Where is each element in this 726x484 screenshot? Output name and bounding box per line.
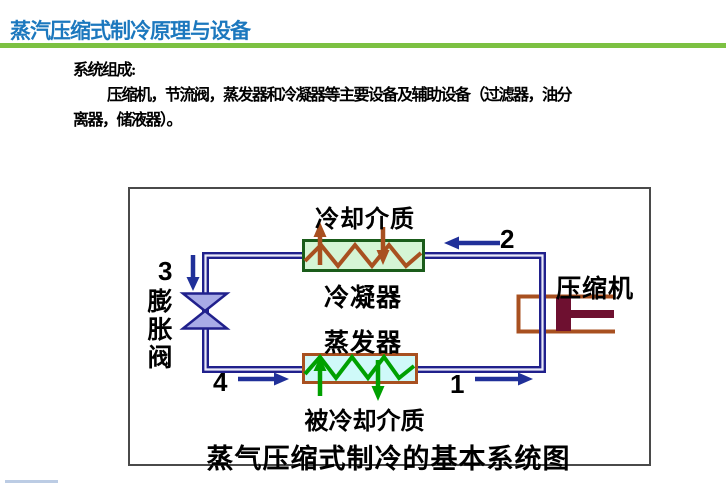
expansion-valve-icon (179, 292, 231, 330)
cooling-medium-label: 冷却介质 (315, 207, 415, 233)
refrigerant-pipe-core (204, 254, 544, 371)
condenser-label: 冷凝器 (323, 285, 402, 312)
diagram-caption: 蒸气压缩式制冷的基本系统图 (206, 444, 571, 474)
title-underline-bar (0, 43, 726, 48)
state-point-2: 2 (500, 224, 515, 254)
compressor-rod (571, 310, 614, 318)
expansion-valve-label: 膨胀阀 (147, 289, 173, 372)
system-composition-heading: 系统组成: (73, 62, 136, 79)
cooled-medium-label: 被冷却介质 (304, 409, 425, 435)
evaporator-coil (303, 353, 416, 382)
flow-arrow-2 (444, 236, 500, 250)
flow-arrow-3 (186, 255, 200, 291)
state-point-1: 1 (450, 369, 465, 399)
flow-arrow-4 (238, 372, 289, 386)
evaporator-label: 蒸发器 (323, 330, 402, 357)
compressor-piston (556, 297, 571, 331)
cooled-medium-in-arrow (313, 357, 327, 396)
compressor-cylinder-shape (516, 294, 615, 334)
page-title: 蒸汽压缩式制冷原理与设备 (10, 20, 251, 43)
condenser-coil (303, 241, 423, 270)
cooling-medium-in-arrow (376, 227, 390, 265)
state-point-4: 4 (213, 367, 228, 397)
flow-arrow-1 (475, 372, 533, 386)
cooled-medium-out-arrow (371, 360, 385, 401)
body-text-line3: 离器，储液器）。 (73, 112, 183, 129)
state-point-3: 3 (158, 256, 173, 286)
bottom-accent-bar (5, 480, 58, 483)
body-text-line2: 压缩机，节流阀，蒸发器和冷凝器等主要设备及辅助设备（过滤器，油分 (107, 87, 573, 104)
cooling-medium-out-arrow (313, 222, 327, 265)
compressor-label: 压缩机 (556, 276, 635, 303)
